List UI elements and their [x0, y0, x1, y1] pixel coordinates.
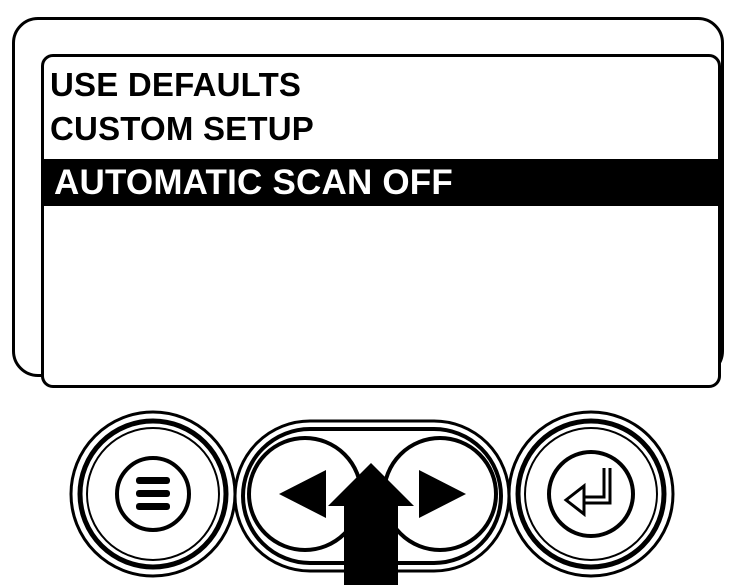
return-arrow-icon: [563, 468, 612, 518]
enter-button[interactable]: [507, 410, 675, 578]
lcd-screen: USE DEFAULTS CUSTOM SETUP AUTOMATIC SCAN…: [41, 54, 721, 388]
menu-list: USE DEFAULTS CUSTOM SETUP AUTOMATIC SCAN…: [44, 63, 718, 206]
menu-button[interactable]: [69, 410, 237, 578]
device-display-bezel: USE DEFAULTS CUSTOM SETUP AUTOMATIC SCAN…: [12, 17, 724, 388]
right-triangle-icon: [419, 470, 466, 518]
left-right-button-group: [233, 419, 511, 573]
right-arrow-button[interactable]: [382, 436, 498, 552]
menu-item-custom-setup[interactable]: CUSTOM SETUP: [50, 110, 314, 147]
left-triangle-icon: [279, 470, 326, 518]
menu-item-use-defaults[interactable]: USE DEFAULTS: [50, 66, 302, 103]
left-arrow-button[interactable]: [247, 436, 363, 552]
menu-item-automatic-scan-off[interactable]: AUTOMATIC SCAN OFF: [44, 159, 718, 206]
menu-lines-icon: [136, 477, 170, 510]
